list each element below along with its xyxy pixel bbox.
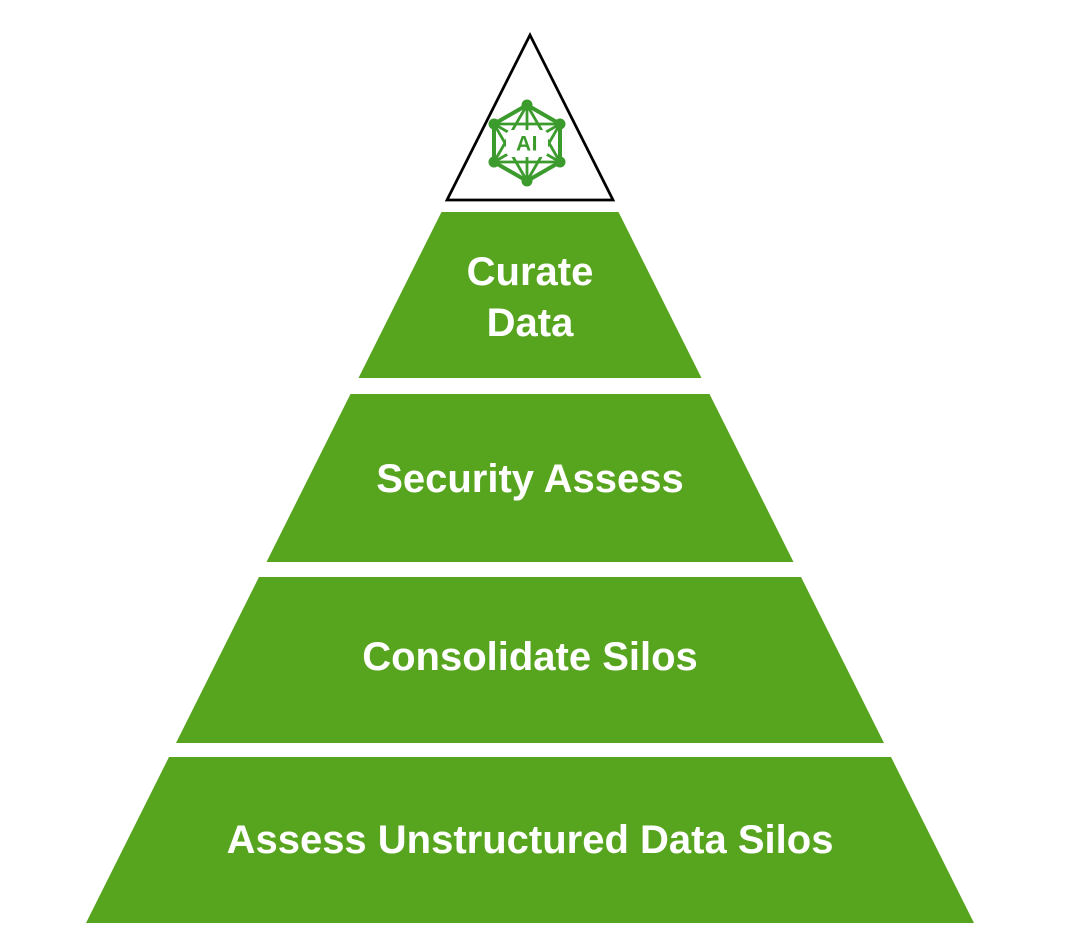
- network-edge: [493, 103, 528, 126]
- network-edge: [526, 103, 561, 126]
- pyramid-layer-security-assess: Security Assess: [266, 394, 794, 562]
- layer-label-security-assess: Security Assess: [376, 457, 684, 501]
- network-node: [521, 99, 533, 111]
- layer-label-curate: Curate: [467, 250, 594, 294]
- network-edge: [526, 160, 561, 183]
- pyramid-apex: AI: [444, 31, 616, 202]
- ai-label-backplate: [506, 130, 548, 157]
- network-edge: [493, 160, 528, 183]
- layer-label-assess-unstructured: Assess Unstructured Data Silos: [227, 818, 834, 862]
- pyramid-layer-curate-data: Curate Data: [358, 212, 702, 378]
- ai-network-icon: AI: [488, 99, 566, 187]
- layer-shape-assess-unstructured: [86, 757, 974, 923]
- network-node: [554, 156, 566, 168]
- layer-shape-security-assess: [266, 394, 794, 562]
- layer-label-consolidate-silos: Consolidate Silos: [362, 635, 698, 679]
- network-node: [521, 175, 533, 187]
- layer-shape-curate-data: [358, 212, 702, 378]
- ai-icon-label: AI: [516, 133, 538, 156]
- layer-label-data: Data: [487, 301, 574, 345]
- pyramid-layer-assess-unstructured: Assess Unstructured Data Silos: [86, 757, 974, 923]
- network-nodes: [488, 99, 566, 187]
- network-node: [488, 156, 500, 168]
- apex-triangle: [444, 31, 616, 202]
- layer-shape-consolidate-silos: [176, 577, 884, 743]
- network-node: [554, 118, 566, 130]
- pyramid-layer-consolidate-silos: Consolidate Silos: [176, 577, 884, 743]
- network-node: [488, 118, 500, 130]
